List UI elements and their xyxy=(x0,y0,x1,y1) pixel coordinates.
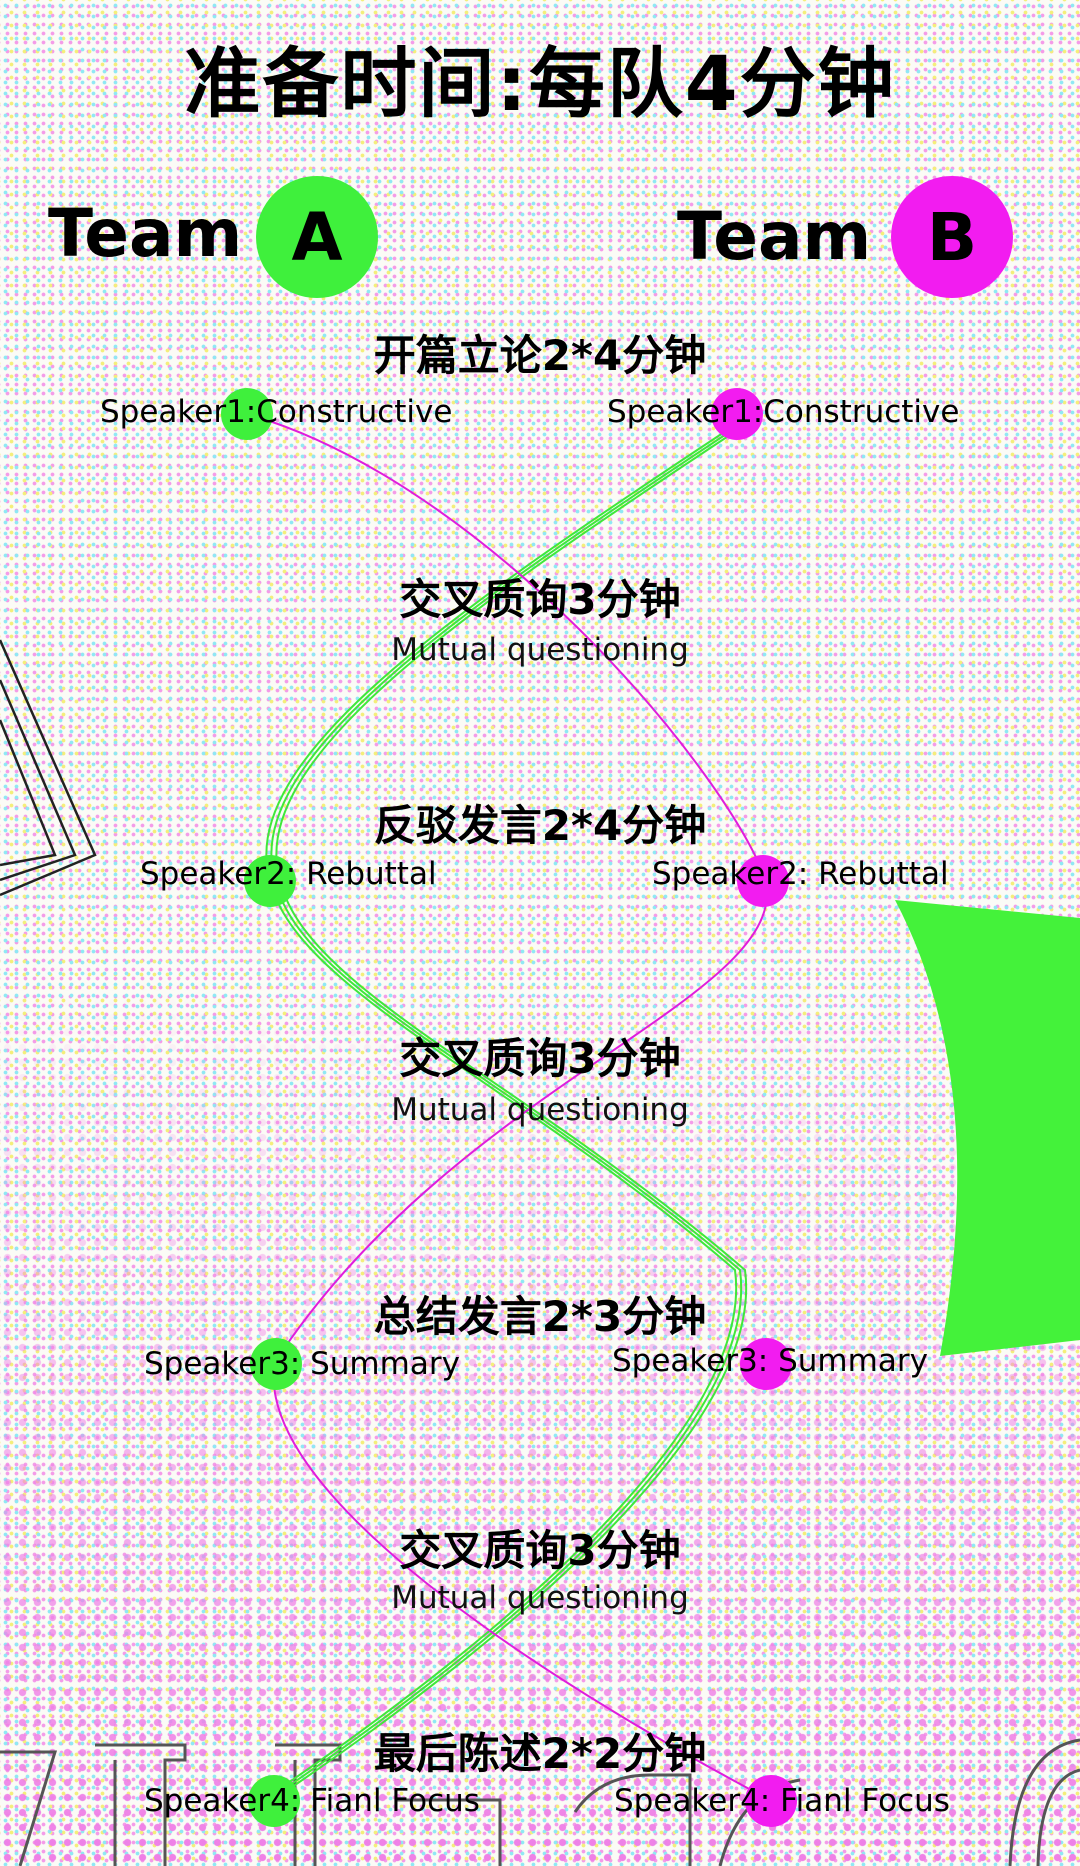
phase-crossfire2-title: 交叉质询3分钟 xyxy=(399,1034,681,1083)
team-a-badge: A xyxy=(256,176,378,298)
phase-rebuttal-title: 反驳发言2*4分钟 xyxy=(373,801,707,850)
team-b-speaker4-node xyxy=(745,1775,797,1827)
team-a-label: Team xyxy=(48,195,243,272)
team-b-speaker3-label: Speaker3: Summary xyxy=(612,1343,928,1379)
team-b-speaker2-label: Speaker2: Rebuttal xyxy=(652,856,949,892)
chevron-outline-shape xyxy=(0,639,97,897)
team-a-speaker3-node xyxy=(250,1338,302,1390)
phase-constructive-title: 开篇立论2*4分钟 xyxy=(373,331,707,380)
green-star-shape xyxy=(895,900,1080,1356)
team-b-label: Team xyxy=(677,198,872,275)
team-a-speaker4-label: Speaker4: Fianl Focus xyxy=(144,1783,480,1819)
phase-crossfire1-subtitle: Mutual questioning xyxy=(391,632,689,668)
team-a-speaker1-label: Speaker1:Constructive xyxy=(100,394,453,430)
outline-lettering-shape xyxy=(0,1738,1080,1866)
phase-summary-title: 总结发言2*3分钟 xyxy=(373,1292,707,1341)
team-a-speaker2-node xyxy=(244,855,296,907)
team-b-speaker2-node xyxy=(737,855,789,907)
phase-crossfire1-title: 交叉质询3分钟 xyxy=(399,575,681,624)
team-b-speaker3-node xyxy=(740,1338,792,1390)
team-a-speaker1-node xyxy=(221,388,273,440)
team-b-flow-line xyxy=(246,413,771,1801)
team-a-flow-line xyxy=(262,426,748,1801)
phase-crossfire2-subtitle: Mutual questioning xyxy=(391,1092,689,1128)
team-b-speaker1-node xyxy=(711,388,763,440)
team-a-speaker2-label: Speaker2: Rebuttal xyxy=(140,856,437,892)
phase-final-focus-title: 最后陈述2*2分钟 xyxy=(373,1729,707,1778)
magenta-halftone-background xyxy=(0,980,1080,1866)
team-b-badge: B xyxy=(891,176,1013,298)
team-a-speaker4-node xyxy=(248,1775,300,1827)
team-a-letter: A xyxy=(291,198,343,276)
team-b-speaker1-label: Speaker1:Constructive xyxy=(607,394,960,430)
team-b-speaker4-label: Speaker4: Fianl Focus xyxy=(614,1783,950,1819)
phase-crossfire3-subtitle: Mutual questioning xyxy=(391,1580,689,1616)
team-a-speaker3-label: Speaker3: Summary xyxy=(144,1346,460,1382)
phase-crossfire3-title: 交叉质询3分钟 xyxy=(399,1526,681,1575)
prep-time-title: 准备时间:每队4分钟 xyxy=(184,39,896,128)
team-b-letter: B xyxy=(926,198,978,276)
